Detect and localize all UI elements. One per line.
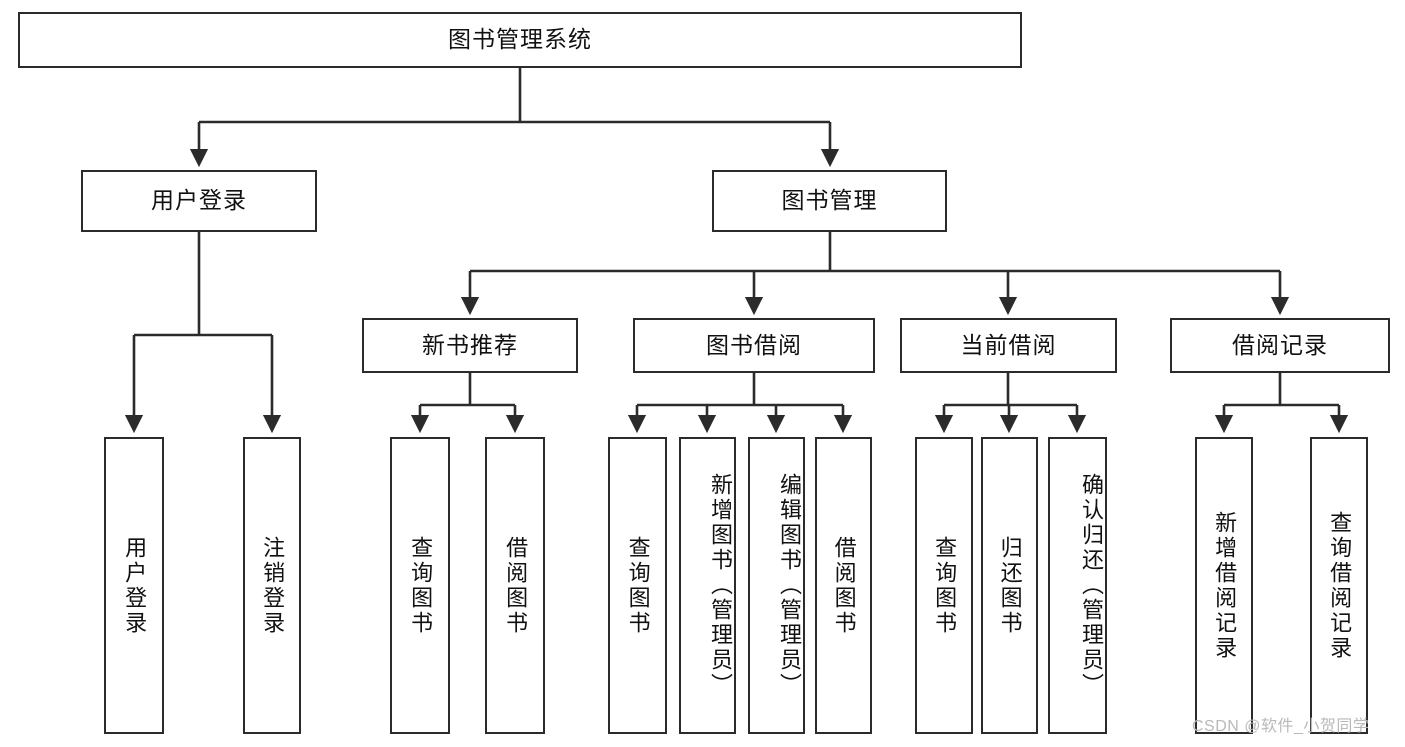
node-new-book-recommend[interactable]: 新书推荐 — [362, 318, 578, 373]
node-book-manage[interactable]: 图书管理 — [712, 170, 947, 232]
node-leaf-query-book-2[interactable]: 查询图书 — [608, 437, 667, 734]
node-leaf-query-book-3[interactable]: 查询图书 — [915, 437, 973, 734]
node-leaf-add-book[interactable]: 新增图书（管理员） — [679, 437, 736, 734]
node-leaf-confirm-return[interactable]: 确认归还（管理员） — [1048, 437, 1107, 734]
node-leaf-borrow-book-2[interactable]: 借阅图书 — [815, 437, 872, 734]
node-leaf-logout[interactable]: 注销登录 — [243, 437, 301, 734]
node-leaf-query-record[interactable]: 查询借阅记录 — [1310, 437, 1368, 734]
node-leaf-user-login[interactable]: 用户登录 — [104, 437, 164, 734]
node-borrow-record[interactable]: 借阅记录 — [1170, 318, 1390, 373]
node-leaf-add-record[interactable]: 新增借阅记录 — [1195, 437, 1253, 734]
node-current-borrow[interactable]: 当前借阅 — [900, 318, 1117, 373]
node-user-login[interactable]: 用户登录 — [81, 170, 317, 232]
node-leaf-borrow-book-1[interactable]: 借阅图书 — [485, 437, 545, 734]
node-leaf-edit-book[interactable]: 编辑图书（管理员） — [748, 437, 805, 734]
node-leaf-return-book[interactable]: 归还图书 — [981, 437, 1038, 734]
node-root-system[interactable]: 图书管理系统 — [18, 12, 1022, 68]
node-leaf-query-book-1[interactable]: 查询图书 — [390, 437, 450, 734]
node-book-borrow[interactable]: 图书借阅 — [633, 318, 875, 373]
